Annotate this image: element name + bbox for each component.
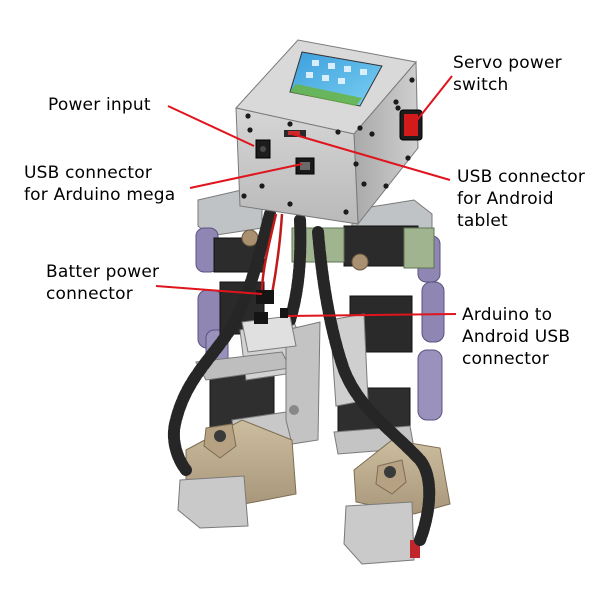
label-usb-arduino-mega: USB connector for Arduino mega [24, 163, 176, 205]
leader-battery [155, 285, 263, 295]
label-usb-android-tablet: USB connector for Android tablet [457, 167, 586, 231]
red-wires [260, 213, 284, 295]
controller-box [235, 39, 423, 226]
cable-wraps [167, 208, 436, 546]
label-arduino-android-usb: Arduino to Android USB connector [462, 305, 571, 369]
leader-lines [155, 75, 457, 317]
power-switch [404, 114, 418, 136]
label-servo-power-switch: Servo power switch [453, 53, 562, 95]
label-power-input: Power input [48, 95, 151, 115]
leader-power-input [167, 105, 255, 147]
leader-arduino-android [287, 313, 457, 317]
leader-servo-switch [413, 75, 453, 125]
leader-usb-android [291, 133, 451, 181]
label-battery-power-connector: Batter power connector [46, 262, 160, 304]
leader-usb-mega [189, 163, 303, 189]
